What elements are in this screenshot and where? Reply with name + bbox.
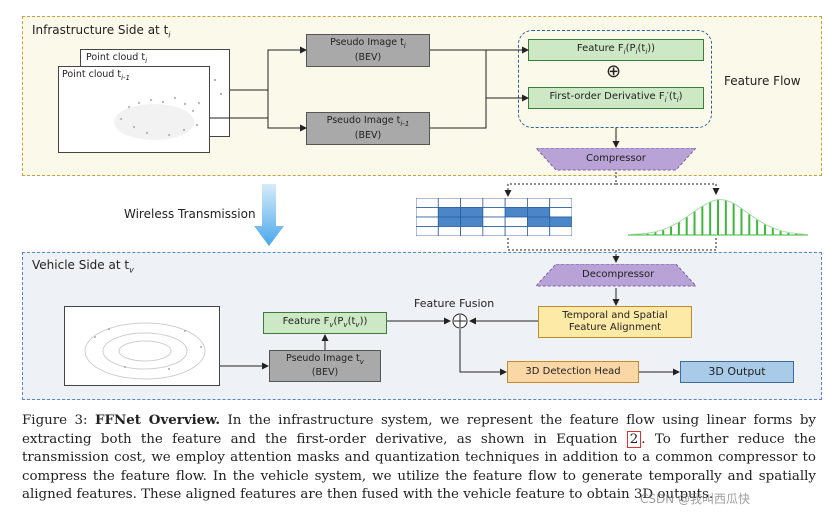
caption-fig: Figure 3: [22,413,88,428]
vehicle-point-cloud-scatter [84,322,206,380]
figure-caption: Figure 3: FFNet Overview. In the infrast… [22,411,816,505]
feature-flow-label: Feature Flow [724,74,801,88]
quant-curve [631,198,805,235]
quantization-chart [628,198,808,236]
attention-mask-grid [416,198,572,236]
sum-operator: ⊕ [606,61,622,82]
pseudo-image-tv-box: Pseudo Image tv (BEV) [269,350,381,382]
first-order-derivative-box: First-order Derivative Fi′(ti) [528,87,704,109]
point-cloud-ti-1-label: Point cloud ti-1 [62,69,131,82]
infrastructure-title: Infrastructure Side at ti [32,23,171,40]
wireless-transmission-label: Wireless Transmission [124,207,256,221]
watermark: CSDN @我叫西瓜快 [640,492,751,506]
pseudo-image-ti-box: Pseudo Image ti (BEV) [306,34,430,67]
pseudo-image-ti-1-box: Pseudo Image ti-1 (BEV) [306,112,430,145]
compressor-label: Compressor [586,153,646,164]
point-cloud-ti-1-scatter [114,96,201,140]
decompressor-label: Decompressor [582,269,655,280]
feature-fv-box: Feature Fv(Pv(tv)) [263,312,387,334]
caption-text2: . To further reduce the transmission cos… [22,431,816,503]
feature-flow-group [518,30,712,128]
feature-fusion-label: Feature Fusion [414,297,495,310]
connector-lines [210,46,720,376]
point-cloud-ti-1-image [58,66,210,153]
wireless-arrow-icon [254,184,284,246]
caption-equation-link[interactable]: 2 [626,430,642,448]
decompressor-shape [536,264,696,287]
vehicle-point-cloud-image [64,306,220,386]
feature-fi-box: Feature Fi(Pi(ti)) [528,39,704,61]
point-cloud-ti-label: Point cloud ti [86,52,148,65]
caption-text1: In the infrastructure system, we represe… [22,413,816,447]
temporal-spatial-alignment-box: Temporal and Spatial Feature Alignment [538,306,692,338]
fusion-operator [452,313,468,329]
detection-head-box: 3D Detection Head [507,361,639,383]
output-3d-box: 3D Output [680,361,794,383]
caption-title: FFNet Overview. [95,412,221,428]
compressor-shape [536,148,696,171]
vehicle-title: Vehicle Side at tv [32,258,134,275]
